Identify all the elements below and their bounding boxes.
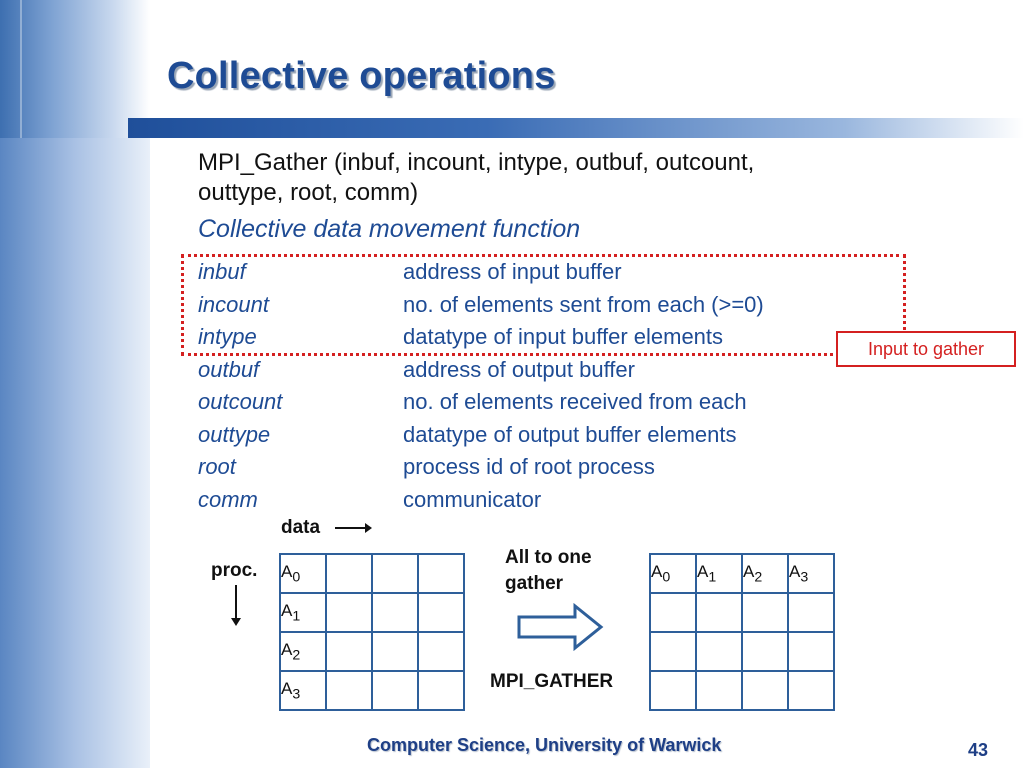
grid-cell — [371, 631, 419, 672]
param-name: root — [198, 454, 236, 479]
param-description: no. of elements sent from each (>=0) — [403, 291, 764, 317]
output-buffer-grid: A0 A1 A2 A3 — [649, 553, 835, 711]
title-area-background — [150, 0, 1024, 118]
param-description: process id of root process — [403, 454, 655, 479]
param-description: address of output buffer — [403, 356, 635, 382]
param-description: datatype of input buffer elements — [403, 324, 724, 349]
grid-row — [649, 592, 835, 633]
grid-cell — [649, 592, 697, 633]
input-to-gather-callout: Input to gather — [836, 331, 1016, 367]
page-number: 43 — [968, 740, 989, 760]
grid-cell-a3: A3 — [279, 670, 327, 711]
grid-cell-a0: A0 — [649, 553, 697, 594]
param-row-outtype: outtype datatype of output buffer elemen… — [198, 422, 898, 455]
grid-cell — [371, 592, 419, 633]
param-row-intype: intype datatype of input buffer elements — [198, 324, 898, 357]
signature-line-1: MPI_Gather (inbuf, incount, intype, outb… — [198, 149, 755, 176]
grid-cell — [371, 553, 419, 594]
grid-row: A2 — [279, 631, 465, 672]
grid-cell — [741, 670, 789, 711]
param-row-outcount: outcount no. of elements received from e… — [198, 389, 898, 422]
param-name: inbuf — [198, 259, 246, 284]
grid-cell — [741, 631, 789, 672]
grid-row — [649, 631, 835, 672]
grid-row: A0 — [279, 553, 465, 594]
param-name: incount — [198, 291, 269, 317]
grid-cell — [695, 631, 743, 672]
param-name: outbuf — [198, 356, 260, 382]
param-row-root: root process id of root process — [198, 454, 898, 487]
param-name: comm — [198, 486, 258, 512]
grid-row — [649, 670, 835, 711]
grid-cell — [695, 592, 743, 633]
signature-line-2: outtype, root, comm) — [198, 179, 419, 206]
grid-cell — [417, 553, 465, 594]
grid-cell — [649, 631, 697, 672]
param-name: outtype — [198, 421, 271, 447]
param-row-outbuf: outbuf address of output buffer — [198, 357, 898, 390]
grid-cell — [325, 631, 373, 672]
grid-cell — [371, 670, 419, 711]
grid-cell — [741, 592, 789, 633]
grid-row: A0 A1 A2 A3 — [649, 553, 835, 594]
gather-arrow-icon — [517, 603, 604, 651]
param-description: address of input buffer — [403, 259, 622, 284]
param-row-comm: comm communicator — [198, 487, 898, 520]
grid-cell — [417, 670, 465, 711]
grid-cell — [417, 592, 465, 633]
operation-line-1: All to one — [505, 547, 592, 568]
input-params-highlight-box — [181, 254, 906, 356]
grid-cell-a1: A1 — [279, 592, 327, 633]
param-description: communicator — [403, 486, 542, 512]
grid-cell — [649, 670, 697, 711]
grid-row: A1 — [279, 592, 465, 633]
title-underline-bar — [128, 118, 1024, 138]
operation-description: All to one gather — [505, 545, 592, 597]
proc-axis-label: proc. — [211, 560, 258, 581]
grid-cell — [695, 670, 743, 711]
operation-line-2: gather — [505, 573, 564, 594]
data-direction-arrow-icon — [335, 523, 372, 533]
grid-cell — [325, 670, 373, 711]
grid-cell-a1: A1 — [695, 553, 743, 594]
grid-cell-a3: A3 — [787, 553, 835, 594]
grid-row: A3 — [279, 670, 465, 711]
param-description: no. of elements received from each — [403, 389, 747, 414]
param-row-incount: incount no. of elements sent from each (… — [198, 292, 898, 325]
param-name: intype — [198, 324, 257, 349]
grid-cell — [787, 592, 835, 633]
data-axis-label: data — [281, 517, 321, 538]
grid-cell-a2: A2 — [741, 553, 789, 594]
grid-cell — [325, 553, 373, 594]
param-description: datatype of output buffer elements — [403, 421, 737, 447]
function-signature: MPI_Gather (inbuf, incount, intype, outb… — [198, 148, 938, 208]
left-panel-background — [0, 138, 150, 768]
grid-cell-a2: A2 — [279, 631, 327, 672]
parameter-list: inbuf address of input buffer incount no… — [198, 259, 898, 519]
function-description: Collective data movement function — [198, 215, 581, 243]
grid-cell — [787, 670, 835, 711]
grid-cell — [417, 631, 465, 672]
input-buffer-grid: A0 A1 A2 A3 — [279, 553, 465, 711]
grid-cell — [787, 631, 835, 672]
slide-title: Collective operations — [167, 55, 556, 97]
grid-cell — [325, 592, 373, 633]
proc-direction-arrow-icon — [231, 585, 241, 626]
param-row-inbuf: inbuf address of input buffer — [198, 259, 898, 292]
footer-text: Computer Science, University of Warwick — [367, 735, 722, 755]
param-name: outcount — [198, 389, 283, 414]
operation-name: MPI_GATHER — [490, 671, 614, 692]
grid-cell-a0: A0 — [279, 553, 327, 594]
